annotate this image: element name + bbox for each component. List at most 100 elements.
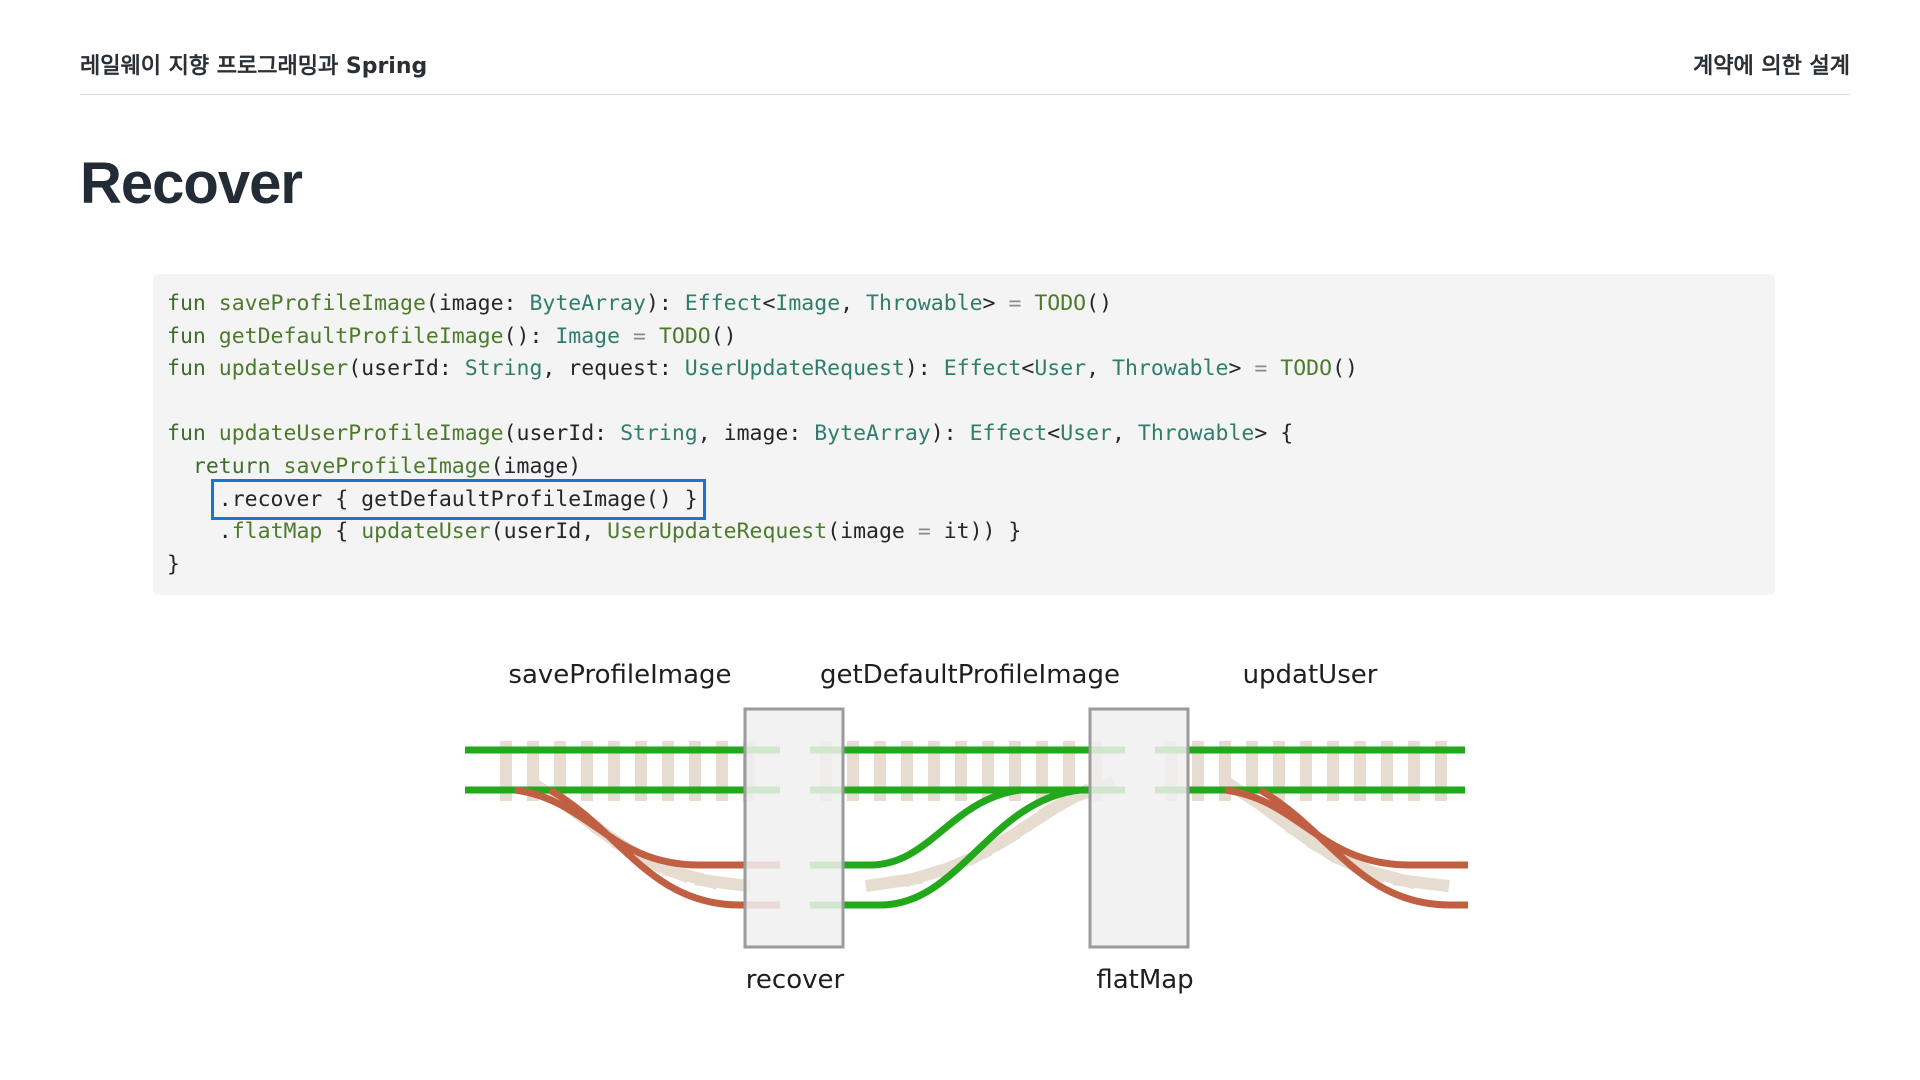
track-tie	[1036, 741, 1048, 801]
code-token: >	[982, 291, 1009, 316]
track-tie	[874, 741, 886, 801]
track-tie	[689, 741, 701, 801]
code-token: User	[1060, 421, 1112, 447]
code-token: String	[620, 421, 698, 447]
code-line: .flatMap { updateUser(userId, UserUpdate…	[167, 516, 1358, 549]
code-token: Effect	[943, 356, 1022, 382]
code-line: fun saveProfileImage(image: ByteArray): …	[167, 288, 1358, 321]
code-token: ):	[904, 356, 944, 382]
code-line: fun updateUser(userId: String, request: …	[167, 353, 1358, 386]
track-tie	[1354, 741, 1366, 801]
track-tie	[662, 741, 674, 801]
code-token: ,	[1111, 421, 1138, 447]
page-title: Recover	[80, 151, 303, 216]
code-token: .	[167, 519, 232, 545]
code-token: it)) }	[930, 519, 1022, 545]
recover-box	[743, 707, 845, 949]
code-token: Throwable	[1112, 356, 1229, 382]
track-tie	[928, 741, 940, 801]
code-token: ()	[1332, 356, 1358, 382]
code-token: saveProfileImage	[283, 453, 491, 479]
slide-header: 레일웨이 지향 프로그래밍과 Spring 계약에 의한 설계	[80, 46, 1850, 95]
recover-rail	[810, 786, 1060, 869]
code-content: fun saveProfileImage(image: ByteArray): …	[167, 288, 1358, 581]
code-line: fun getDefaultProfileImage(): Image = TO…	[167, 321, 1358, 354]
track-tie	[864, 871, 923, 892]
failure-rail	[1224, 786, 1468, 869]
code-line: }	[167, 549, 1358, 582]
code-token: <	[762, 291, 776, 316]
code-token: }	[167, 551, 180, 577]
label-flat-map: flatMap	[1096, 965, 1194, 995]
track-tie	[1009, 741, 1021, 801]
failure-rail	[514, 786, 780, 869]
track-tie	[1435, 741, 1447, 801]
recover-rail	[810, 786, 1120, 909]
code-token: updateUser	[218, 356, 349, 382]
code-token: ):	[645, 291, 685, 316]
track-tie	[1327, 741, 1339, 801]
code-token: flatMap	[231, 519, 323, 545]
code-token: TODO	[1280, 356, 1333, 382]
code-token: =	[917, 519, 931, 545]
code-token: UserUpdateRequest	[684, 356, 905, 382]
track-tie	[581, 741, 593, 801]
track-tie	[1392, 873, 1450, 893]
track-tie	[716, 741, 728, 801]
code-token: Throwable	[1137, 421, 1255, 447]
track-tie	[500, 741, 512, 801]
code-token: fun	[167, 421, 219, 447]
code-token: (userId:	[503, 421, 621, 447]
flatmap-box	[1088, 707, 1190, 949]
code-token: <	[1021, 356, 1035, 382]
track-tie	[982, 741, 994, 801]
track-tie	[1408, 741, 1420, 801]
track-tie	[1192, 741, 1204, 801]
label-save-profile-image: saveProfileImage	[508, 660, 732, 690]
code-token: =	[1008, 291, 1022, 316]
track-tie	[1273, 741, 1285, 801]
code-token: updateUserProfileImage	[218, 421, 504, 447]
code-token: Image	[555, 323, 621, 349]
code-token: TODO	[1034, 291, 1087, 316]
track-tie	[1300, 741, 1312, 801]
code-token: ():	[503, 323, 556, 349]
track-tie	[847, 741, 859, 801]
code-token: >	[1228, 356, 1255, 382]
code-token: saveProfileImage	[218, 291, 426, 316]
track-tie	[1246, 741, 1258, 801]
code-token: ()	[1086, 291, 1113, 316]
code-token: , image:	[697, 421, 815, 447]
header-right-title: 계약에 의한 설계	[1693, 54, 1850, 79]
code-token: ,	[1086, 356, 1112, 382]
track-tie	[635, 741, 647, 801]
code-token: UserUpdateRequest	[607, 519, 828, 545]
failure-rail	[1258, 786, 1468, 909]
label-recover: recover	[745, 965, 845, 995]
code-token: TODO	[658, 323, 711, 349]
label-get-default-profile-image: getDefaultProfileImage	[820, 660, 1120, 690]
code-token: > {	[1254, 421, 1294, 447]
code-block: fun saveProfileImage(image: ByteArray): …	[153, 274, 1775, 595]
track-tie	[608, 741, 620, 801]
code-token: (image:	[425, 291, 530, 316]
code-token: , request:	[542, 356, 685, 382]
code-token: fun	[167, 356, 219, 382]
code-token: String	[464, 356, 543, 382]
code-token: <	[1047, 421, 1061, 447]
code-token: ByteArray	[814, 421, 931, 447]
code-token: fun	[167, 291, 219, 316]
code-token: getDefaultProfileImage	[218, 323, 504, 349]
code-line: fun updateUserProfileImage(userId: Strin…	[167, 418, 1358, 451]
code-token: (image	[827, 519, 918, 545]
track-tie	[901, 741, 913, 801]
label-update-user: updatUser	[1242, 660, 1378, 690]
code-line: return saveProfileImage(image)	[167, 451, 1358, 484]
code-token: =	[633, 323, 646, 349]
track-tie	[554, 741, 566, 801]
code-token: ()	[710, 323, 737, 349]
failure-rail	[548, 786, 780, 909]
code-token: (image)	[490, 453, 582, 479]
code-token: Throwable	[866, 291, 983, 316]
